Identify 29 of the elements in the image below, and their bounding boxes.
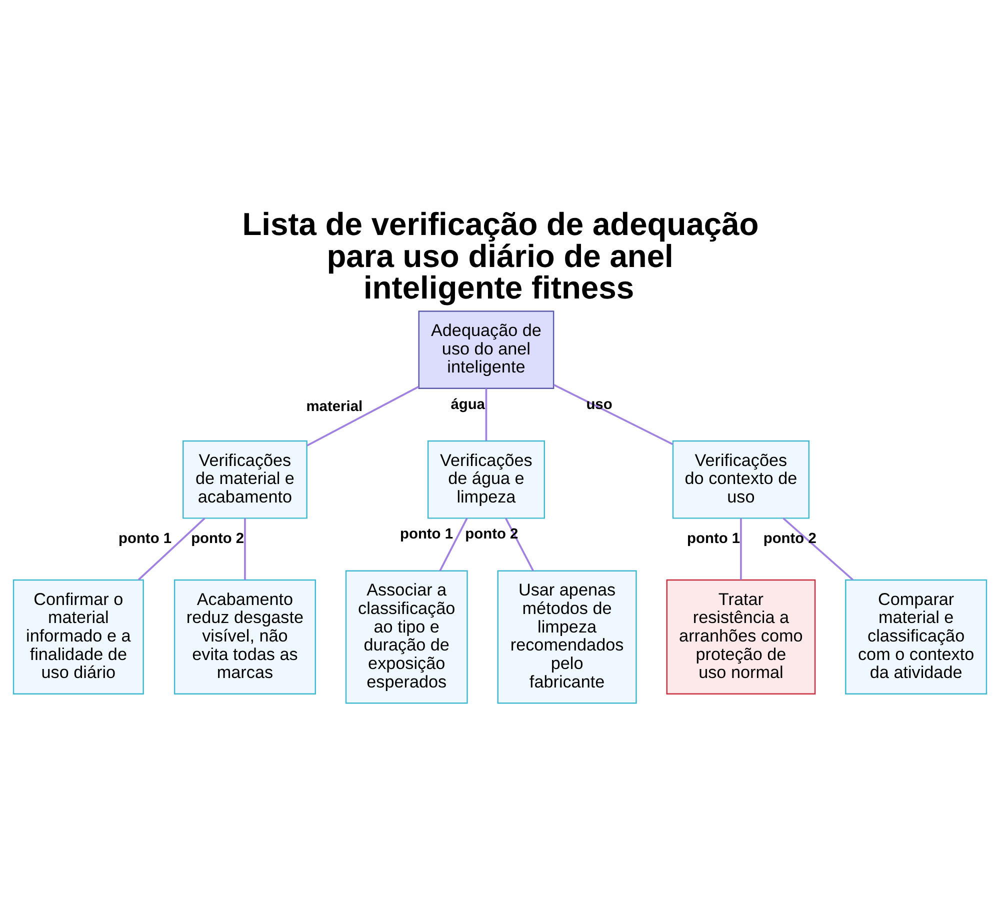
edge-label: ponto 2 bbox=[465, 526, 518, 542]
edge-label: uso bbox=[586, 397, 612, 414]
node-box: Verificações de material e acabamento bbox=[182, 440, 308, 519]
connector bbox=[740, 518, 742, 580]
edge-label: ponto 2 bbox=[191, 530, 244, 547]
connector bbox=[244, 518, 246, 580]
node-box: Acabamento reduz desgaste visível, não evita todas as marcas bbox=[174, 579, 316, 695]
edge-label: água bbox=[450, 397, 485, 414]
connector bbox=[138, 518, 206, 580]
node-box: Verificações de água e limpeza bbox=[427, 440, 545, 519]
node-box: Usar apenas métodos de limpeza recomendados pelo fabricante bbox=[497, 570, 637, 704]
connector bbox=[306, 386, 420, 446]
node-box: Tratar resistência a arranhões como proteção de uso normal bbox=[666, 579, 816, 695]
edge-label: ponto 1 bbox=[687, 530, 740, 547]
node-box: Comparar material e classificação com o contexto da atividade bbox=[845, 579, 988, 695]
node-box: Associar a classificação ao tipo e duração de exposição esperados bbox=[345, 570, 468, 704]
node-box: Confirmar o material informado e a finalidade de uso diário bbox=[12, 579, 144, 695]
connector bbox=[485, 388, 488, 441]
node-box: Adequação de uso do anel inteligente bbox=[418, 310, 554, 389]
edge-label: ponto 1 bbox=[118, 530, 172, 547]
connector bbox=[439, 518, 468, 572]
edge-label: ponto 2 bbox=[763, 530, 816, 547]
edge-label: material bbox=[306, 398, 363, 415]
connector bbox=[553, 384, 673, 446]
connector bbox=[782, 518, 854, 581]
node-box: Verificações do contexto de uso bbox=[672, 440, 810, 519]
edge-label: ponto 1 bbox=[400, 526, 454, 542]
diagram-title: Lista de verificação de adequação para uso diário de anel inteligente fitness bbox=[242, 206, 759, 306]
connector bbox=[504, 518, 534, 572]
